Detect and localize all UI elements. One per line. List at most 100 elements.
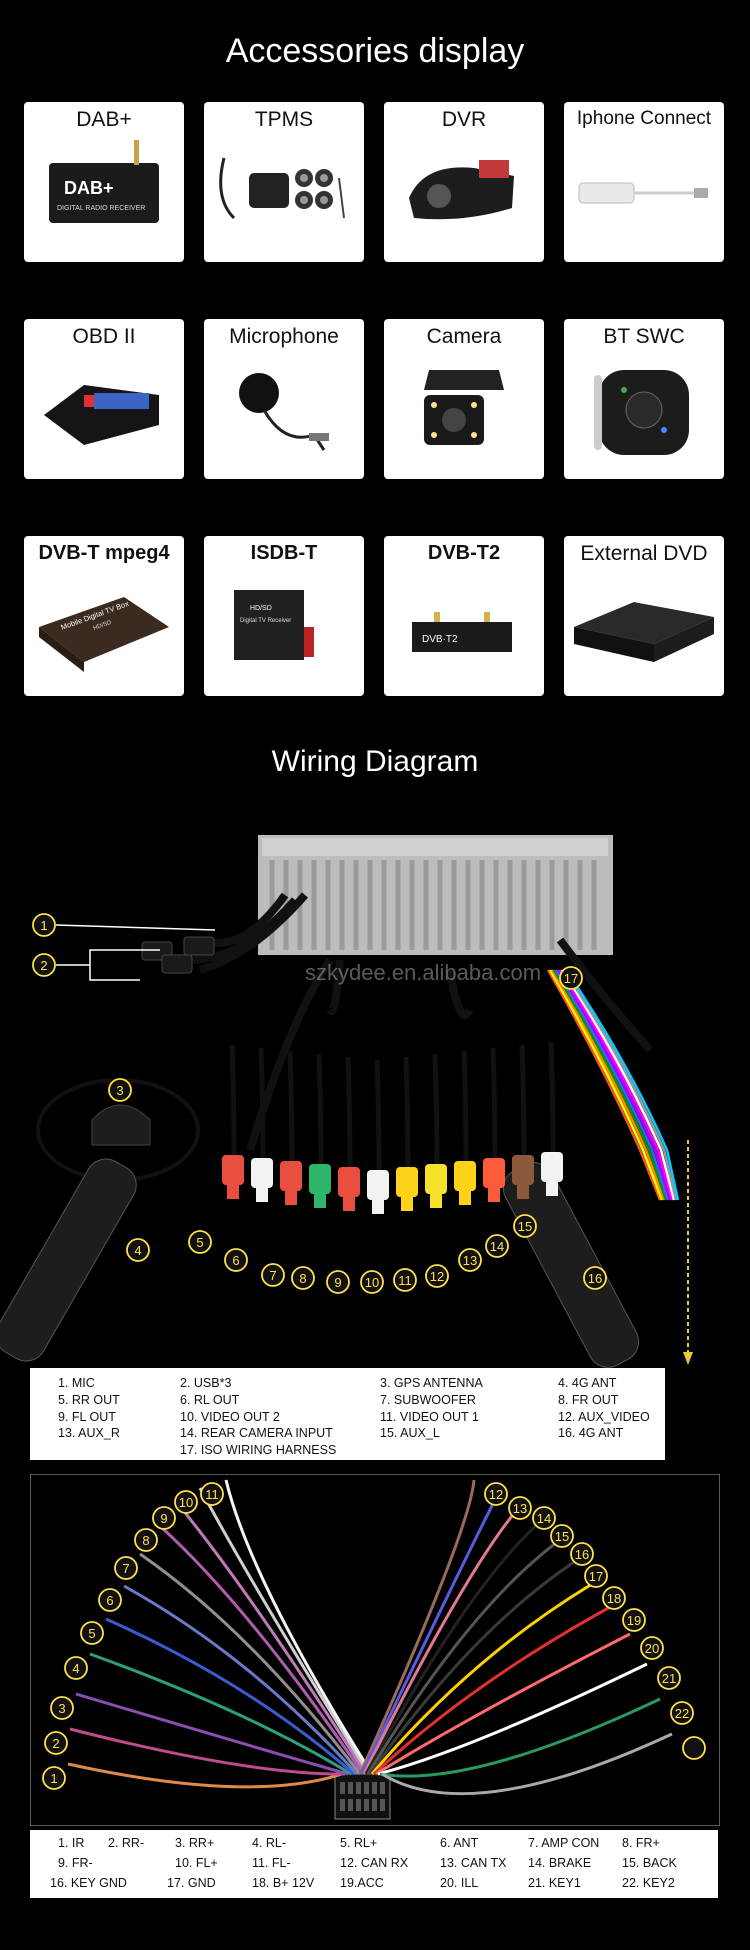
callout-line xyxy=(56,949,160,981)
accessory-card-usb-dongle: Iphone Connect xyxy=(564,102,724,262)
rca-plug xyxy=(222,1155,244,1185)
svg-text:2: 2 xyxy=(40,958,47,973)
rca-cable xyxy=(490,1047,498,1159)
svg-text:11: 11 xyxy=(205,1487,219,1502)
harness-number-18: 18 xyxy=(602,1586,626,1610)
legend-entry: 14. REAR CAMERA INPUT xyxy=(180,1426,333,1441)
rca-cable xyxy=(345,1056,353,1168)
callout-number-10: 10 xyxy=(360,1270,384,1294)
harness-number-6: 6 xyxy=(98,1588,122,1612)
rca-tip xyxy=(459,1191,471,1205)
svg-text:1: 1 xyxy=(40,918,47,933)
harness-legend-entry: 16. KEY GND xyxy=(50,1876,127,1890)
svg-text:1: 1 xyxy=(50,1771,57,1786)
svg-text:21: 21 xyxy=(662,1671,676,1686)
harness-wire xyxy=(224,1479,374,1775)
rca-cable xyxy=(432,1053,440,1165)
harness-wire xyxy=(364,1520,541,1775)
harness-number-12: 12 xyxy=(484,1482,508,1506)
iso-wire xyxy=(554,969,670,1201)
cable xyxy=(246,957,334,1152)
cable xyxy=(198,892,309,974)
harness-number-11: 11 xyxy=(200,1482,224,1506)
rca-plug xyxy=(512,1155,534,1185)
iso-wire xyxy=(546,969,662,1201)
accessory-label: External DVD xyxy=(580,542,708,565)
rca-plug xyxy=(338,1167,360,1197)
harness-legend-entry: 20. ILL xyxy=(440,1876,479,1890)
harness-wire xyxy=(198,1487,371,1775)
accessory-label: DAB+ xyxy=(76,108,132,131)
legend-entry: 6. RL OUT xyxy=(180,1392,240,1407)
rca-cable xyxy=(461,1050,469,1162)
iso-wire xyxy=(556,969,672,1201)
harness-number-3: 3 xyxy=(50,1696,74,1720)
accessory-card-rear-camera: Camera xyxy=(384,319,544,479)
svg-text:7: 7 xyxy=(122,1561,129,1576)
accessory-label: ISDB-T xyxy=(250,542,318,564)
harness-legend-entry: 12. CAN RX xyxy=(340,1856,409,1870)
harness-number-21: 21 xyxy=(657,1666,681,1690)
callout-number-9: 9 xyxy=(326,1270,350,1294)
svg-text:17: 17 xyxy=(589,1569,603,1584)
gps-antenna xyxy=(91,1104,151,1146)
harness-wire xyxy=(67,1762,343,1789)
accessory-card-dab-receiver: DAB+DAB+DIGITAL RADIO RECEIVER xyxy=(24,102,184,262)
harness-wire xyxy=(366,1538,561,1775)
rca-plug xyxy=(251,1158,273,1188)
iso-wire xyxy=(548,969,664,1201)
harness-number-4: 4 xyxy=(64,1656,88,1680)
callout-number-12: 12 xyxy=(425,1264,449,1288)
legend-entry: 8. FR OUT xyxy=(558,1392,619,1407)
rca-plug xyxy=(280,1161,302,1191)
legend-entry: 12. AUX_VIDEO xyxy=(558,1409,650,1424)
harness-legend-entry: 15. BACK xyxy=(622,1856,677,1870)
callout-number-17: 17 xyxy=(559,966,583,990)
harness-number-16: 16 xyxy=(570,1542,594,1566)
harness-wire xyxy=(358,1479,476,1775)
legend-entry: 4. 4G ANT xyxy=(558,1376,617,1390)
harness-number-19: 19 xyxy=(622,1608,646,1632)
accessory-label: Microphone xyxy=(229,325,339,348)
harness-legend-entry: 6. ANT xyxy=(440,1836,479,1850)
svg-text:8: 8 xyxy=(299,1271,306,1286)
harness-wire xyxy=(69,1727,346,1776)
svg-text:12: 12 xyxy=(430,1269,444,1284)
callout-number-16: 16 xyxy=(583,1266,607,1290)
harness-wire xyxy=(176,1503,368,1775)
rca-tip xyxy=(430,1194,442,1208)
harness-number-2: 2 xyxy=(44,1731,68,1755)
rca-plug xyxy=(483,1158,505,1188)
accessory-label: DVB-T mpeg4 xyxy=(38,542,170,564)
chassis-top-plate xyxy=(262,838,608,856)
legend-entry: 10. VIDEO OUT 2 xyxy=(180,1409,280,1424)
svg-text:HD/SD: HD/SD xyxy=(250,605,272,612)
rca-cable xyxy=(548,1041,556,1153)
legend-entry: 17. ISO WIRING HARNESS xyxy=(180,1443,337,1458)
connector-pin xyxy=(340,1799,345,1811)
rca-tip xyxy=(401,1197,413,1211)
svg-text:DVB·T2: DVB·T2 xyxy=(422,634,458,645)
rca-tip xyxy=(488,1188,500,1202)
harness-wire xyxy=(370,1582,593,1775)
svg-text:13: 13 xyxy=(513,1501,527,1516)
svg-text:4: 4 xyxy=(72,1661,79,1676)
svg-text:8: 8 xyxy=(142,1533,149,1548)
accessory-label: DVB-T2 xyxy=(427,542,501,564)
harness-number-10: 10 xyxy=(174,1490,198,1514)
harness-legend-entry: 8. FR+ xyxy=(622,1836,660,1850)
harness-wire xyxy=(375,1632,631,1776)
rca-cable xyxy=(316,1053,324,1165)
svg-text:20: 20 xyxy=(645,1641,659,1656)
harness-legend-entry: 21. KEY1 xyxy=(528,1876,581,1890)
accessory-label: TPMS xyxy=(254,108,314,131)
svg-text:4: 4 xyxy=(134,1243,141,1258)
legend-entry: 1. MIC xyxy=(58,1376,95,1390)
callout-number-14: 14 xyxy=(485,1234,509,1258)
harness-number-1: 1 xyxy=(42,1766,66,1790)
accessory-card-dvd-drive: External DVD xyxy=(564,536,724,696)
usb-plug xyxy=(161,954,193,974)
